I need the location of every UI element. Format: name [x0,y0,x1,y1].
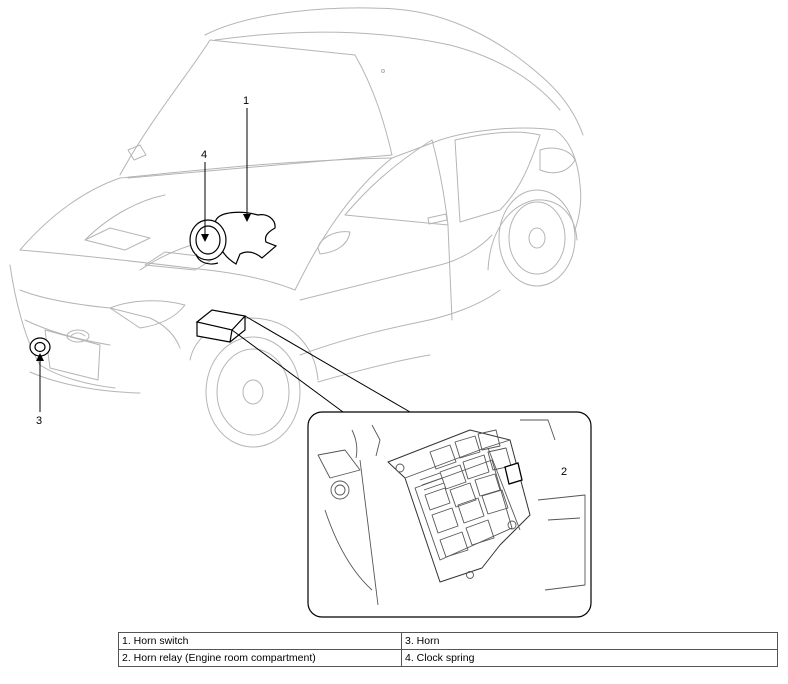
horn-relay-box-part [195,309,247,343]
callout-2: 2 [561,466,567,478]
legend-cell: 3. Horn [401,632,778,650]
legend-row: 2. Horn relay (Engine room compartment) … [118,649,778,667]
legend-row: 1. Horn switch 3. Horn [118,632,778,650]
parts-legend-table: 1. Horn switch 3. Horn 2. Horn relay (En… [118,632,778,667]
legend-cell: 2. Horn relay (Engine room compartment) [118,649,402,667]
clock-spring-part [189,219,227,265]
callout-3: 3 [36,415,42,427]
callout-1: 1 [243,95,249,107]
horn-location-diagram: 1 4 3 2 [9,7,592,618]
legend-cell: 1. Horn switch [118,632,402,650]
horn-relay-part [504,462,523,485]
callout-4: 4 [201,149,207,161]
legend-cell: 4. Clock spring [401,649,778,667]
detail-inset [307,411,592,618]
car-outline [9,7,584,448]
